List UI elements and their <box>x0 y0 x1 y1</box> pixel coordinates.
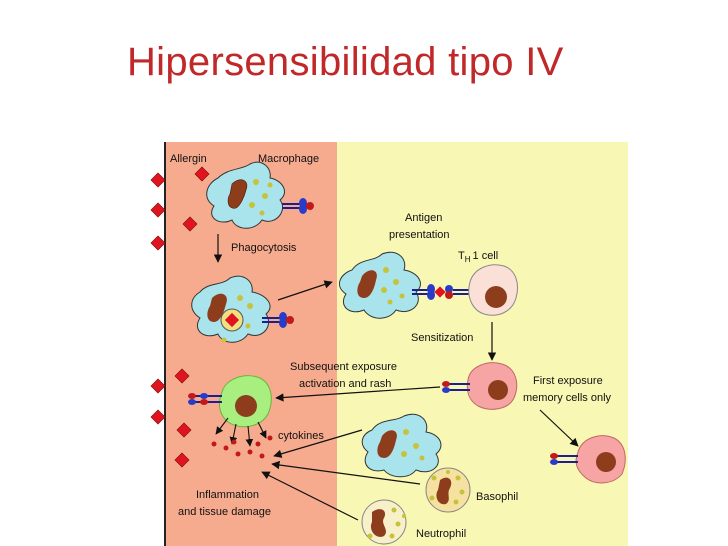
mhc-receptor-1 <box>282 198 314 214</box>
first-exposure-arrow <box>539 409 579 447</box>
memory-cell-only <box>550 435 626 484</box>
phagocytosis-label: Phagocytosis <box>231 242 297 254</box>
cytokine-dots <box>211 435 273 459</box>
to-presentation-arrow <box>277 280 333 301</box>
first-exposure-label: First exposure <box>533 375 603 387</box>
macrophage-label: Macrophage <box>258 153 319 165</box>
neutrophil-label: Neutrophil <box>416 528 466 540</box>
antigen-presentation-complex <box>412 284 470 300</box>
inflammation-label: Inflammation <box>196 489 259 501</box>
recruited-macrophage <box>361 413 442 478</box>
allergen-particles-outside <box>150 172 166 425</box>
antigen-presenting-macrophage <box>338 251 421 319</box>
cytokines-arrow <box>273 429 363 458</box>
cytokines-label: cytokines <box>278 430 324 442</box>
activated-t-cell <box>188 375 272 428</box>
presentation-label: presentation <box>389 229 450 241</box>
neutrophil-cell <box>361 499 407 545</box>
allergen-particles-skin <box>174 166 210 468</box>
memory-cells-label: memory cells only <box>523 392 612 404</box>
neutrophil-arrow <box>261 471 359 521</box>
sensitization-label: Sensitization <box>411 332 473 344</box>
memory-t-cell <box>442 362 518 410</box>
basophil-label: Basophil <box>476 491 518 503</box>
allergin-label: Allergin <box>170 153 207 165</box>
basophil-arrow <box>271 460 421 485</box>
subsequent-exposure-label: Subsequent exposure <box>290 361 397 373</box>
macrophage-phagocytosing-cell <box>191 275 271 343</box>
mhc-receptor-2 <box>262 312 294 328</box>
antigen-label: Antigen <box>405 212 442 224</box>
activation-rash-label: activation and rash <box>299 378 391 390</box>
macrophage-cell <box>206 161 285 229</box>
basophil-cell <box>425 467 471 513</box>
tissue-damage-label: and tissue damage <box>178 506 271 518</box>
body-panel <box>337 142 628 546</box>
slide-title: Hipersensibilidad tipo IV <box>127 40 564 84</box>
subsequent-exposure-arrow <box>275 386 441 402</box>
th1-cell <box>468 264 518 316</box>
